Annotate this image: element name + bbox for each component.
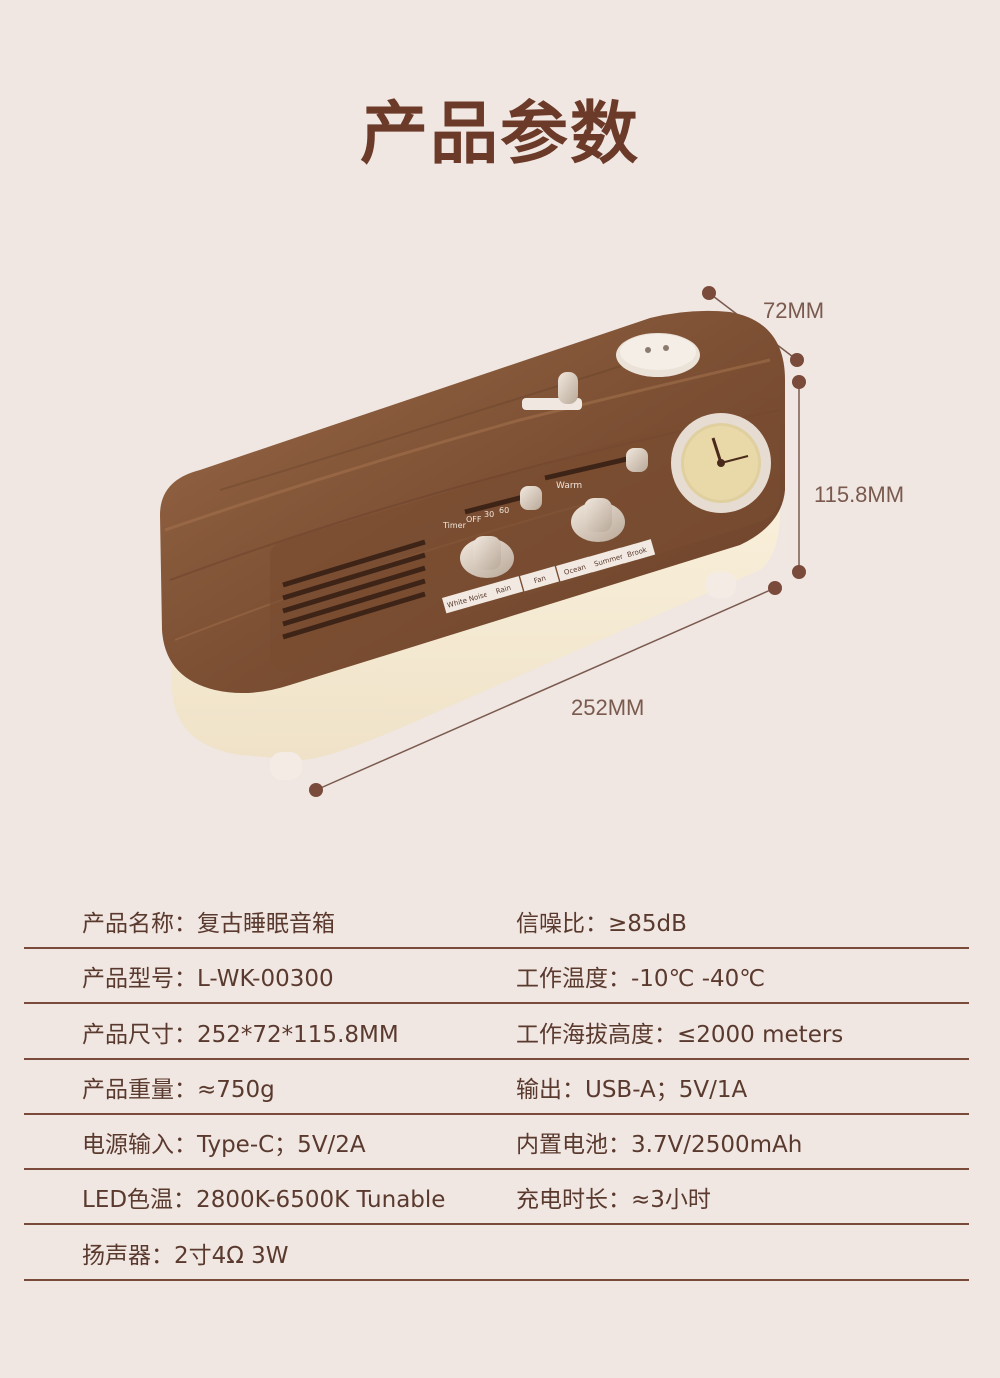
timer-label: Timer bbox=[442, 521, 467, 530]
svg-text:Rain: Rain bbox=[495, 584, 512, 596]
clock bbox=[671, 413, 771, 513]
product-illustration: Warm Timer OFF 30 60 White Noise bbox=[160, 286, 806, 797]
sound-button-fan[interactable]: Fan bbox=[520, 566, 560, 592]
timer-option-off: OFF bbox=[466, 515, 482, 524]
top-light-button[interactable] bbox=[616, 333, 700, 377]
timer-slider[interactable]: Timer OFF 30 60 bbox=[442, 486, 542, 530]
top-mode-switch[interactable] bbox=[522, 372, 582, 410]
sound-knob[interactable] bbox=[571, 498, 625, 542]
spec-snr: 信噪比：≥85dB bbox=[516, 911, 687, 937]
spec-row: 产品型号：L-WK-00300 工作温度：-10℃ -40℃ bbox=[24, 950, 969, 1005]
dimension-width-label: 252MM bbox=[571, 695, 645, 720]
spec-row: 扬声器：2寸4Ω 3W bbox=[24, 1227, 969, 1281]
spec-table: 产品名称：复古睡眠音箱 信噪比：≥85dB 产品型号：L-WK-00300 工作… bbox=[24, 895, 969, 1282]
spec-power-input: 电源输入：Type-C；5V/2A bbox=[82, 1132, 366, 1159]
sound-button-summer[interactable]: Summer bbox=[588, 547, 626, 573]
spec-battery: 内置电池：3.7V/2500mAh bbox=[516, 1132, 803, 1159]
spec-row: 电源输入：Type-C；5V/2A 内置电池：3.7V/2500mAh bbox=[24, 1116, 969, 1171]
spec-output: 输出：USB-A；5V/1A bbox=[516, 1076, 748, 1103]
volume-knob[interactable] bbox=[460, 536, 514, 578]
warm-label: Warm bbox=[556, 481, 582, 491]
spec-product-name: 产品名称：复古睡眠音箱 bbox=[82, 911, 335, 937]
timer-option-30: 30 bbox=[484, 510, 494, 519]
spec-altitude: 工作海拔高度：≤2000 meters bbox=[516, 1021, 844, 1048]
spec-operating-temperature: 工作温度：-10℃ -40℃ bbox=[516, 966, 766, 993]
spec-led-color-temp: LED色温：2800K-6500K Tunable bbox=[82, 1187, 446, 1214]
sound-button-row: White Noise Rain Fan Ocean Summer Brook bbox=[442, 539, 656, 614]
spec-weight: 产品重量：≈750g bbox=[82, 1076, 275, 1103]
dimension-depth-label: 72MM bbox=[763, 298, 825, 323]
dimension-width-line bbox=[309, 581, 782, 797]
sound-button-brook[interactable]: Brook bbox=[620, 539, 656, 564]
sound-button-ocean[interactable]: Ocean bbox=[556, 556, 594, 582]
spec-size: 产品尺寸：252*72*115.8MM bbox=[82, 1021, 399, 1048]
dimension-height-line bbox=[792, 375, 806, 579]
dimension-height-label: 115.8MM bbox=[814, 482, 905, 507]
warm-slider[interactable]: Warm bbox=[544, 448, 648, 491]
spec-row: 产品尺寸：252*72*115.8MM 工作海拔高度：≤2000 meters bbox=[24, 1006, 969, 1060]
spec-row: 产品名称：复古睡眠音箱 信噪比：≥85dB bbox=[24, 895, 969, 949]
spec-model: 产品型号：L-WK-00300 bbox=[82, 966, 334, 993]
spec-speaker: 扬声器：2寸4Ω 3W bbox=[82, 1242, 289, 1269]
timer-option-60: 60 bbox=[499, 506, 509, 515]
svg-text:Fan: Fan bbox=[533, 574, 547, 585]
page-title: 产品参数 bbox=[359, 95, 640, 174]
spec-charge-time: 充电时长：≈3小时 bbox=[516, 1187, 711, 1214]
spec-row: 产品重量：≈750g 输出：USB-A；5V/1A bbox=[24, 1061, 969, 1115]
sound-button-rain[interactable]: Rain bbox=[484, 576, 524, 602]
product-figure: Warm Timer OFF 30 60 White Noise bbox=[0, 260, 1000, 820]
spec-row: LED色温：2800K-6500K Tunable 充电时长：≈3小时 bbox=[24, 1171, 969, 1226]
speaker-grill bbox=[282, 539, 426, 640]
